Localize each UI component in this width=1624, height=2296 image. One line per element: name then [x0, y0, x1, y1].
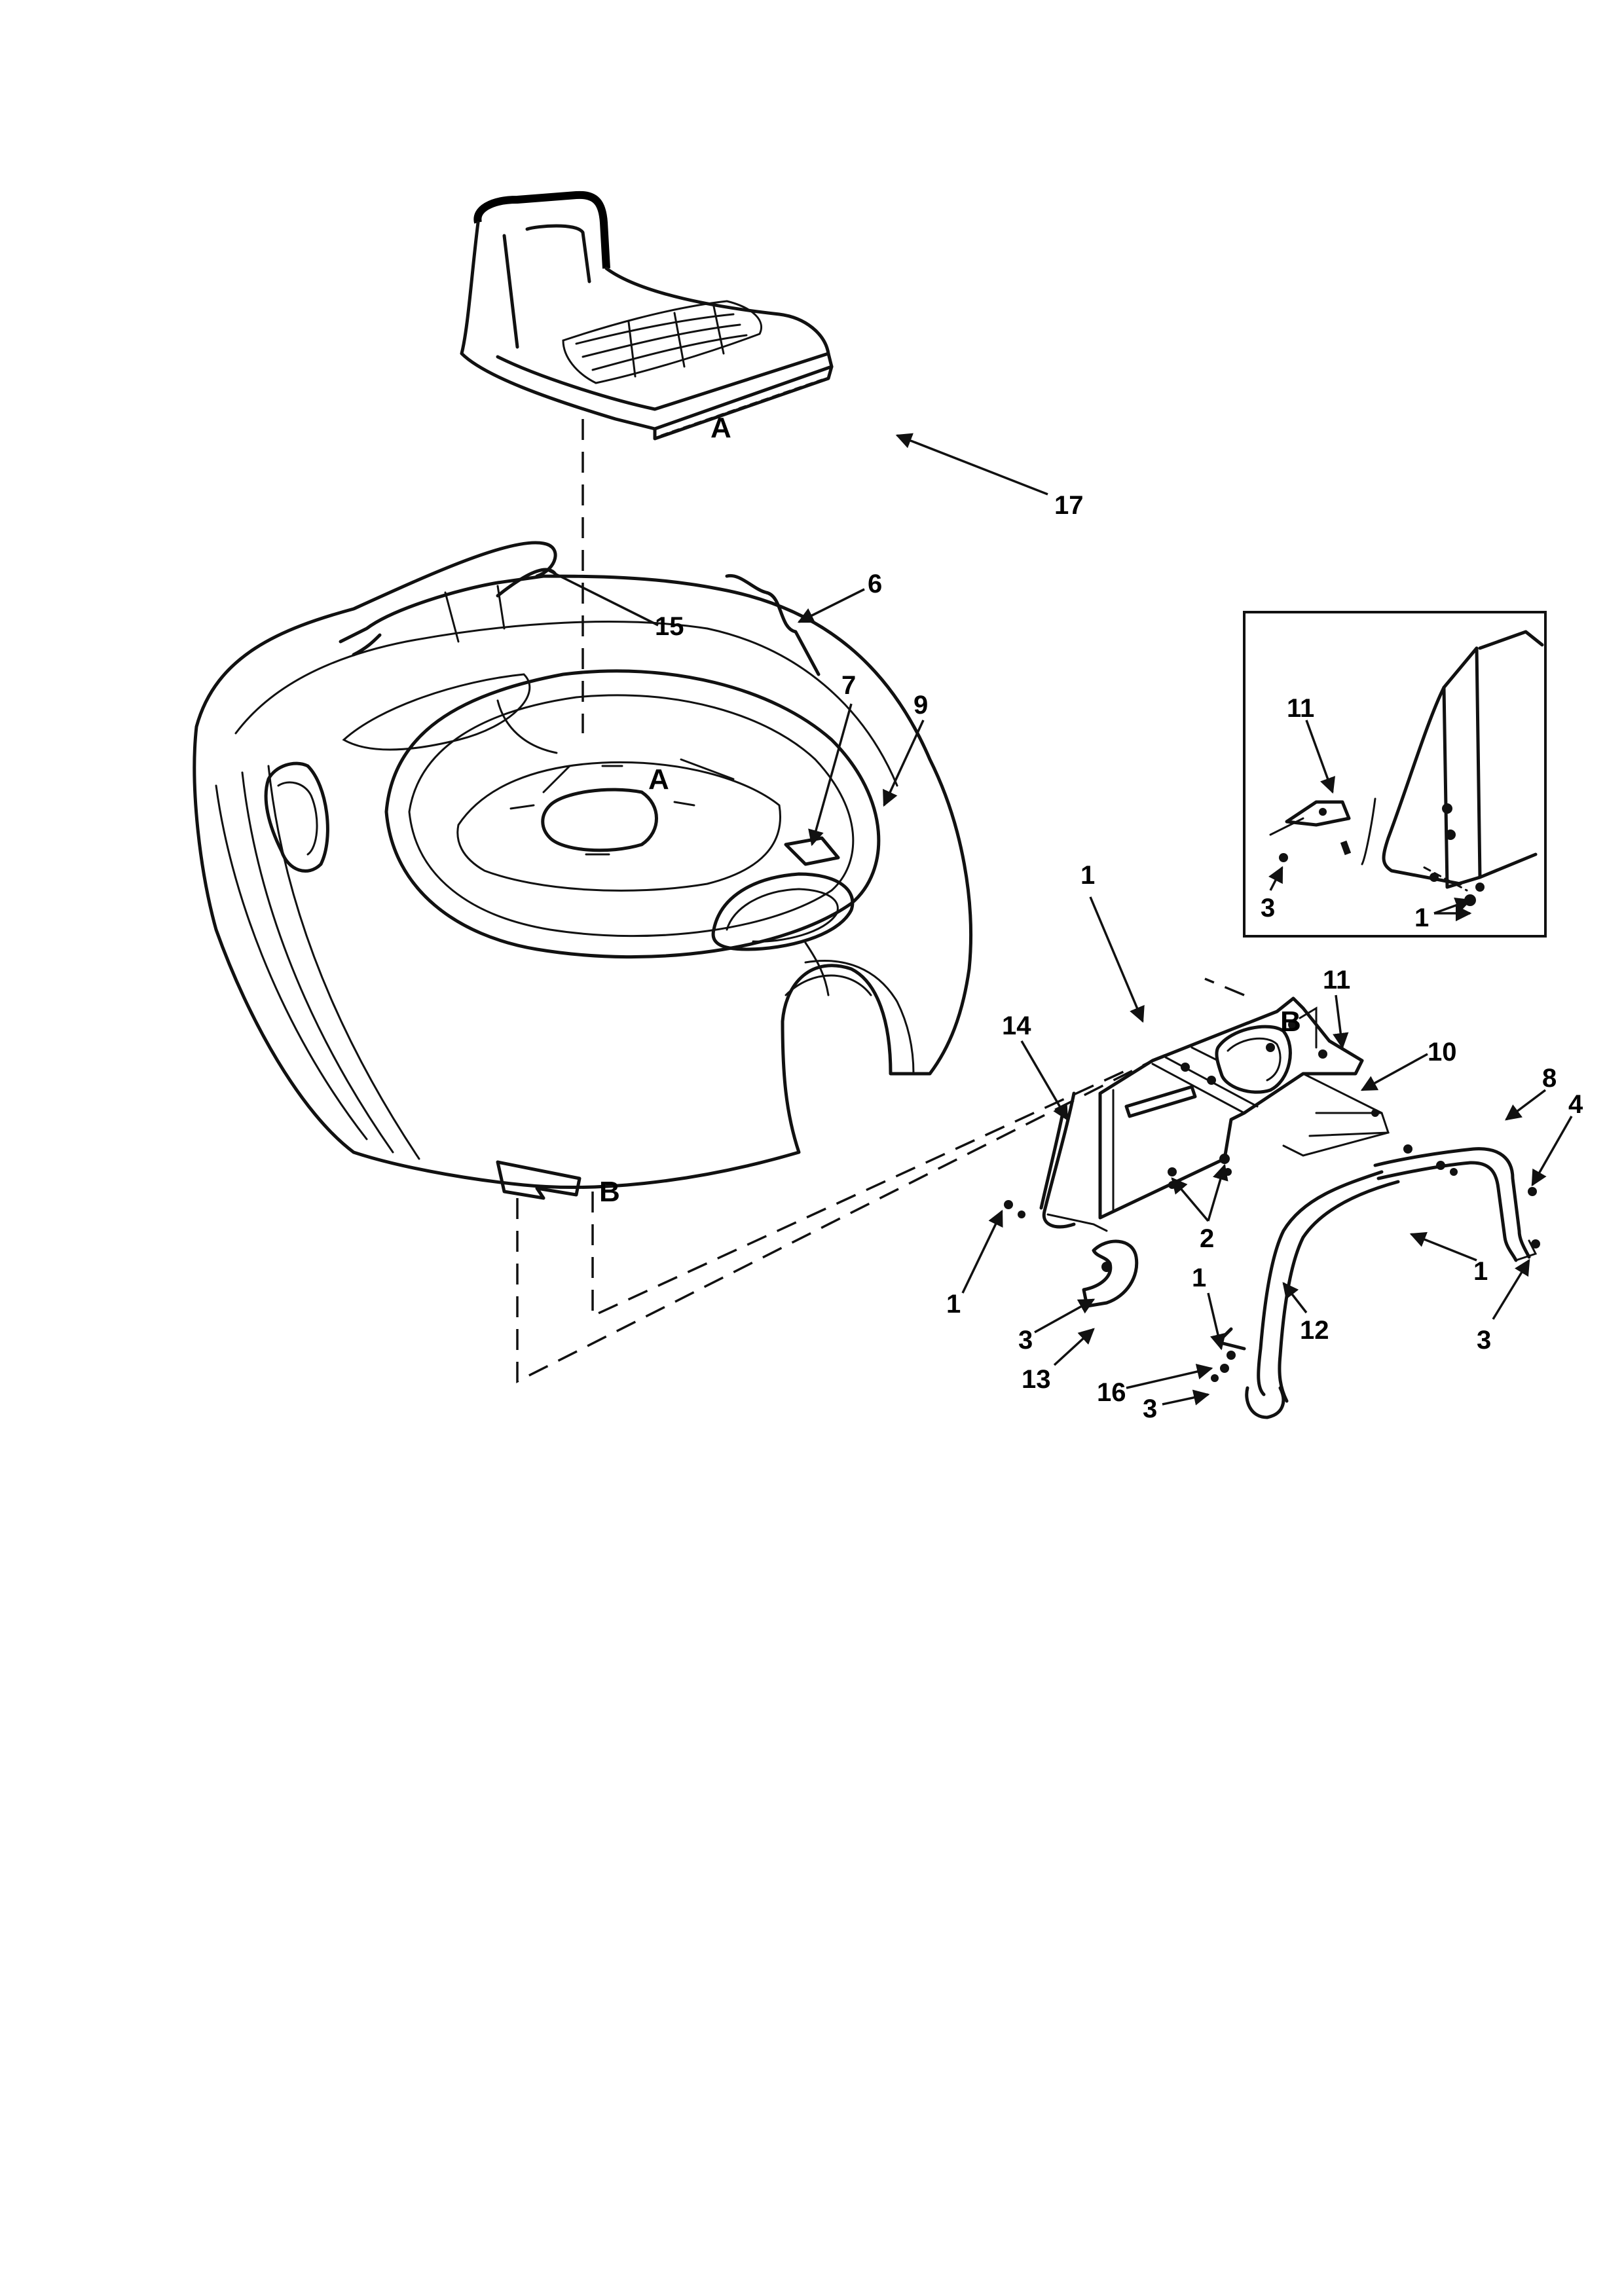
leader-9 [883, 720, 925, 807]
leader-17 [895, 433, 1048, 496]
leader-14 [1020, 1040, 1069, 1121]
ref-a-fender: A [648, 763, 669, 795]
label-15: 15 [655, 612, 684, 641]
alignment-line-lower [516, 1059, 1153, 1383]
label-14: 14 [1002, 1011, 1031, 1040]
label-8: 8 [1542, 1064, 1557, 1093]
label-3-left: 3 [1018, 1326, 1033, 1355]
seat [460, 191, 834, 441]
ref-b-bracket: B [1280, 1006, 1301, 1038]
leader-6 [797, 588, 865, 623]
label-6: 6 [868, 570, 882, 598]
leader-12 [1282, 1282, 1308, 1314]
label-3-inset: 3 [1261, 894, 1275, 922]
label-7: 7 [841, 671, 856, 700]
leader-11 [1333, 994, 1349, 1049]
support-tube-8 [1373, 1147, 1540, 1262]
leader-1-left [961, 1209, 1003, 1294]
label-1-left: 1 [946, 1290, 961, 1319]
label-9: 9 [913, 691, 928, 720]
label-11: 11 [1323, 966, 1350, 994]
ref-a-seat: A [710, 412, 731, 444]
support-tube-12 [1211, 1170, 1400, 1419]
leader-2-a [1171, 1177, 1209, 1222]
leader-3-bottom [1162, 1389, 1210, 1406]
leader-4 [1531, 1116, 1573, 1187]
label-1-right: 1 [1473, 1257, 1488, 1286]
label-13: 13 [1022, 1365, 1051, 1394]
fender-body [193, 541, 972, 1189]
leader-2-b [1207, 1163, 1228, 1222]
label-4: 4 [1568, 1090, 1583, 1119]
label-1-bottom: 1 [1192, 1264, 1206, 1292]
alignment-line-b [591, 1069, 1127, 1318]
leader-1-bottom [1207, 1292, 1226, 1351]
leader-3-left [1034, 1298, 1096, 1334]
leader-8 [1505, 1089, 1547, 1121]
ref-b-fender: B [599, 1176, 620, 1208]
label-12: 12 [1300, 1316, 1329, 1345]
wire-spring [725, 574, 821, 676]
seat-bracket [1004, 996, 1458, 1232]
leader-3-right [1492, 1258, 1530, 1320]
label-1-top: 1 [1080, 861, 1095, 890]
leader-13 [1053, 1328, 1095, 1366]
label-2: 2 [1200, 1224, 1214, 1253]
leader-1-top [1089, 896, 1145, 1023]
leader-15 [546, 568, 659, 627]
leader-16 [1126, 1364, 1213, 1389]
leader-1-right [1409, 1231, 1477, 1262]
detail-inset [1243, 611, 1547, 938]
label-11-inset: 11 [1287, 694, 1314, 723]
fender-rail [496, 1160, 581, 1200]
label-3-right: 3 [1477, 1326, 1491, 1355]
clip-13 [1082, 1239, 1139, 1308]
label-10: 10 [1428, 1038, 1457, 1066]
leader-10 [1360, 1053, 1428, 1091]
label-1-inset: 1 [1414, 903, 1429, 932]
label-17: 17 [1054, 491, 1084, 520]
leader-7 [808, 703, 853, 847]
label-16: 16 [1097, 1378, 1126, 1407]
label-3-bottom: 3 [1143, 1394, 1157, 1423]
